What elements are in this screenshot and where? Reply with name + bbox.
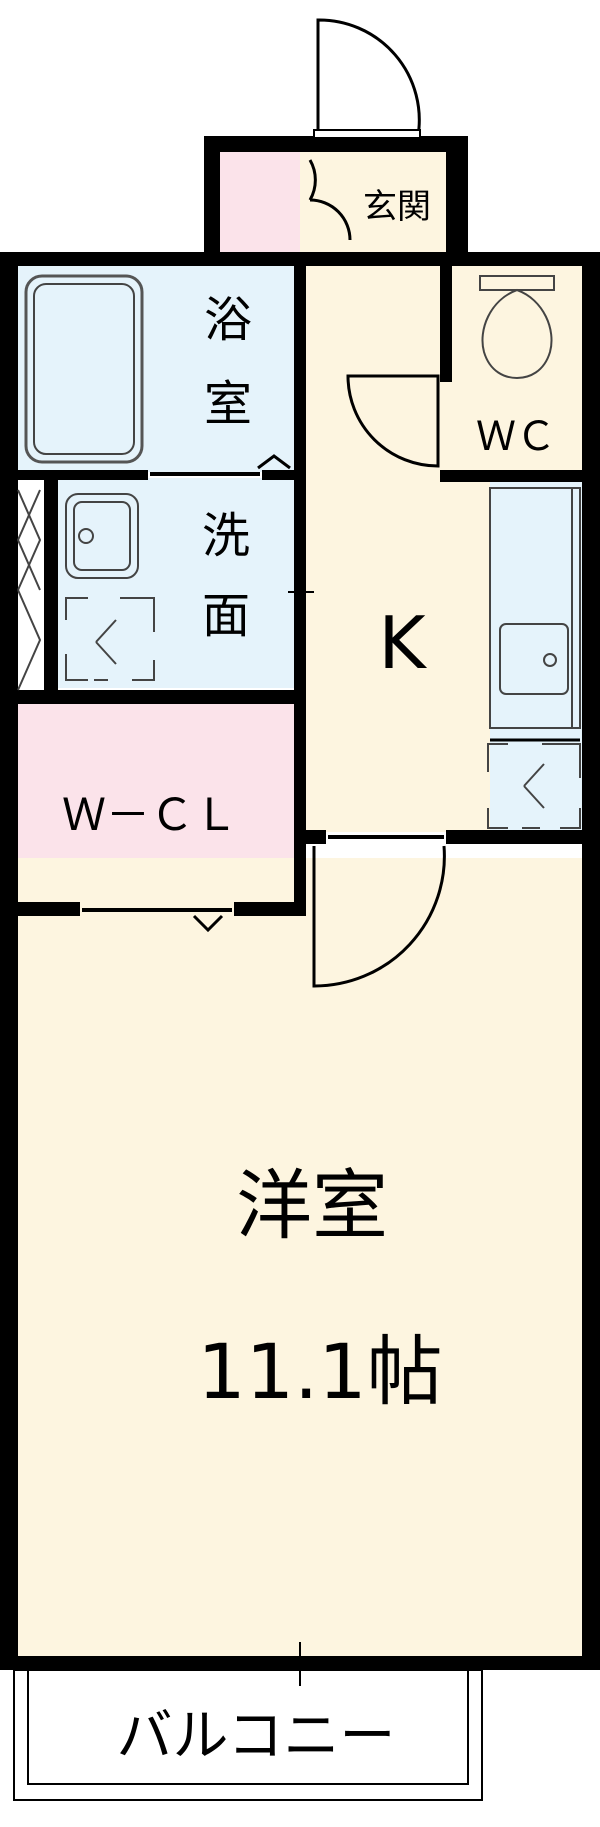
bath-door-tab [257, 454, 291, 470]
bathtub-inner [33, 283, 135, 455]
room-genkan-pink [218, 150, 300, 255]
wall-closet-top [0, 690, 306, 704]
label-bath-1: 浴 [204, 292, 252, 348]
wall-wash-left [44, 478, 58, 700]
wall-left [0, 252, 18, 1670]
label-western-room-size: 11.1帖 [197, 1327, 442, 1416]
toilet-bowl [481, 288, 553, 380]
label-washroom-2: 面 [202, 588, 250, 644]
shoe-cabinet-door-2 [309, 198, 352, 241]
balcony [13, 1669, 483, 1801]
sink-inner [73, 501, 131, 571]
wall-kitchen-bottom [306, 830, 326, 844]
room-door-swing [312, 845, 446, 988]
bath-hatch [16, 489, 42, 691]
fridge-space-arrows [487, 743, 581, 829]
shoe-cabinet-door-1 [308, 159, 317, 201]
wall-closet-bottom-2 [234, 902, 306, 916]
wall-closet-right [294, 700, 306, 916]
wall-kitchen-bottom-2 [446, 830, 600, 844]
floor-fills [18, 150, 582, 1656]
wc-door-swing [346, 374, 440, 468]
label-bath-2: 室 [204, 376, 252, 432]
wall-entry-left [204, 136, 220, 262]
counter-icon [489, 487, 581, 729]
label-kitchen: K [378, 601, 427, 685]
entrance-door-swing [316, 18, 421, 137]
sink-drain [78, 528, 94, 544]
toilet-icon [479, 275, 555, 291]
sink-icon [65, 493, 139, 579]
label-western-room: 洋室 [236, 1161, 388, 1250]
washer-pan-mark [65, 597, 155, 681]
balcony-inner [27, 1669, 469, 1785]
doors [82, 18, 596, 1686]
wall-wc-left [440, 262, 452, 382]
wall-bath-bottom [18, 470, 148, 480]
wall-entry-right [446, 136, 468, 262]
room-bath [18, 262, 294, 472]
wall-right [582, 252, 600, 1670]
label-genkan: 玄関 [363, 187, 431, 227]
room-western [18, 858, 582, 1656]
label-balcony: バルコニー [117, 1704, 396, 1769]
wall-wc-bottom [440, 470, 600, 482]
room-washroom [58, 478, 294, 688]
entrance-door-leaf [313, 129, 421, 139]
labels: 玄関 浴 室 ＷＣ 洗 面 K Ｗ－ＣＬ 洋室 11.1帖 バルコニー [62, 187, 556, 1769]
label-closet: Ｗ－ＣＬ [62, 790, 238, 841]
label-wc: ＷＣ [476, 414, 556, 460]
closet-door-tab [192, 914, 224, 933]
bathtub-icon [24, 274, 144, 464]
wall-closet-bottom [0, 902, 80, 916]
label-washroom-1: 洗 [202, 508, 250, 564]
wall-top-entry [204, 136, 468, 152]
kitchen-sink-icon [499, 623, 569, 695]
kitchen-drain [543, 653, 557, 667]
wall-bath-bottom-2 [262, 470, 296, 480]
fixtures [16, 274, 581, 829]
